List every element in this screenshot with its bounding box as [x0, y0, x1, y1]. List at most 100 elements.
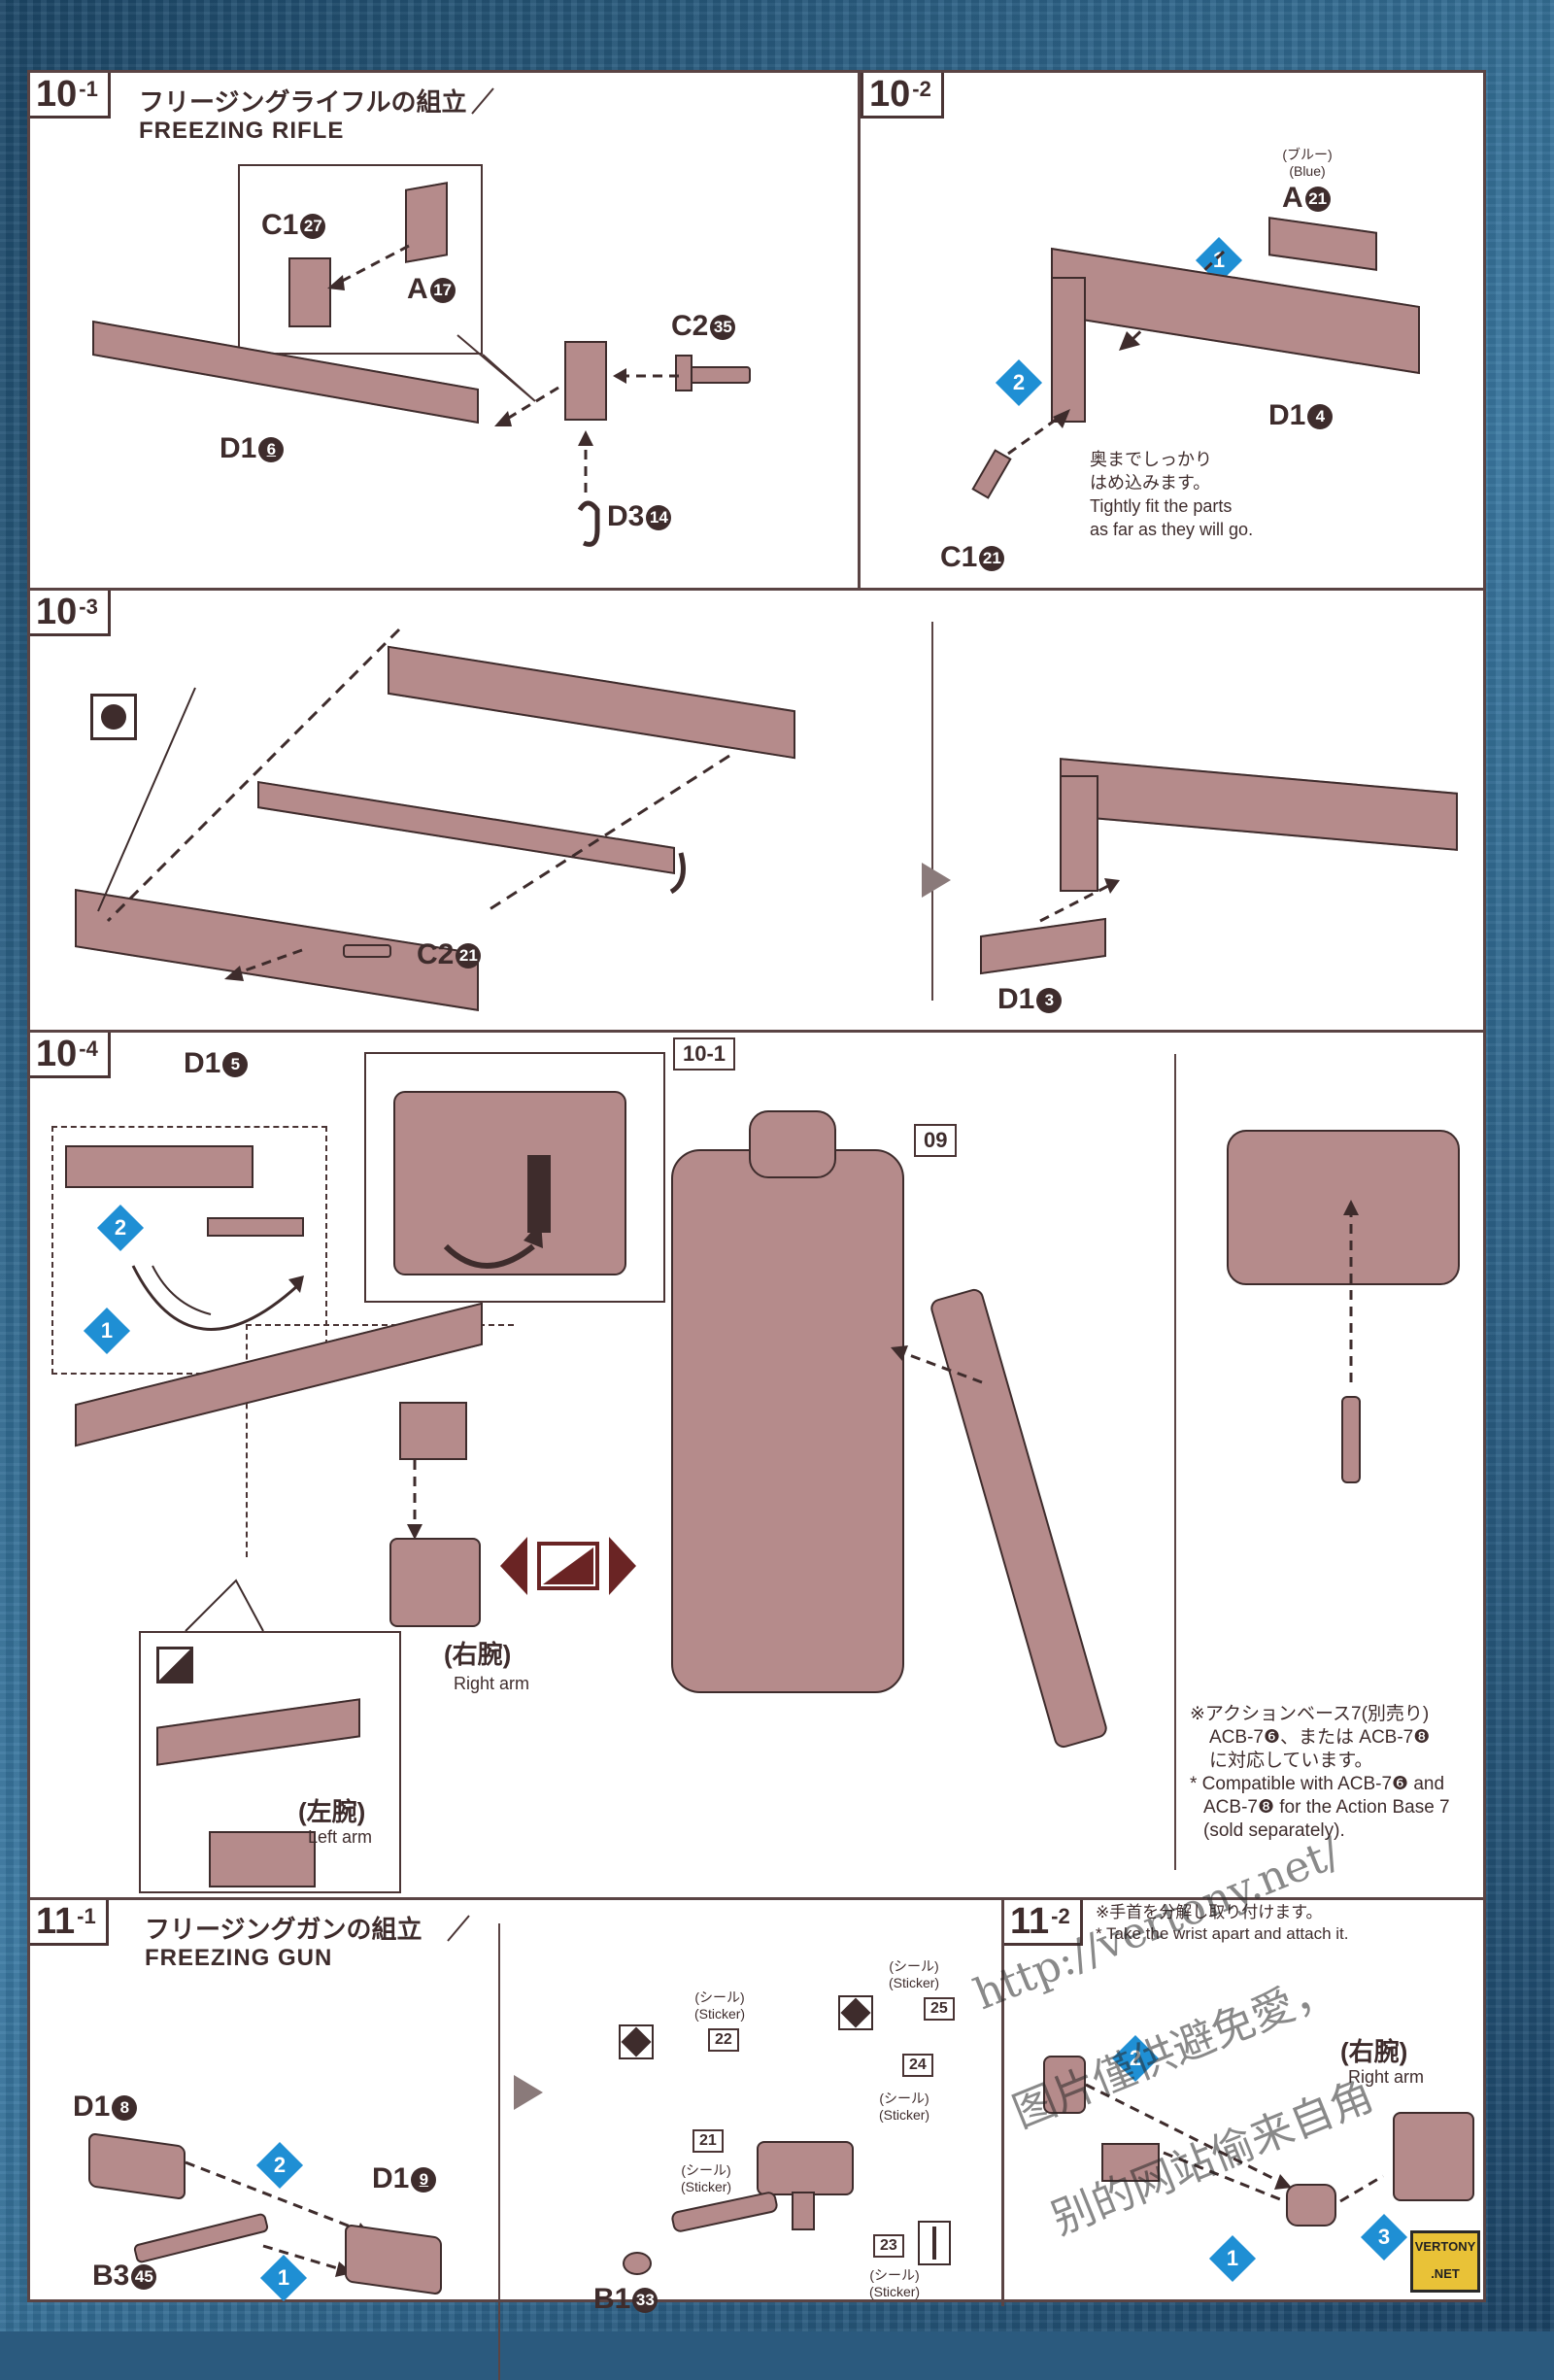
step-badge-2: 2: [995, 358, 1043, 407]
step-number-tab: 11-2: [1004, 1900, 1083, 1946]
divider-row3: [30, 1897, 1483, 1900]
part-c2-pin: [343, 944, 391, 958]
step-number-tab: 10-2: [861, 73, 944, 119]
step-title-jp: フリージングライフルの組立: [139, 87, 467, 117]
rifle-grip-detail: [65, 1145, 253, 1188]
action-base-arm: [1341, 1396, 1361, 1483]
callout-pointer: [456, 334, 536, 402]
grip-detail-box: [51, 1126, 327, 1375]
step-badge-1: 1: [1208, 2234, 1257, 2283]
blue-label: (ブルー)(Blue): [1282, 147, 1333, 179]
alt-variant-icon: [156, 1647, 193, 1683]
step-10-4: 10-4 2 1 (右腕) Right arm (左腕) Left arm: [30, 1033, 1483, 1897]
gun-body: [757, 2141, 854, 2195]
arrow-a-to-c1: [327, 244, 410, 290]
next-arrow: [514, 2075, 543, 2110]
c1-pin-arrow: [971, 409, 1070, 499]
sticker-21: 21: [693, 2129, 724, 2153]
part-rifle-block: [564, 341, 607, 421]
step-number: 10: [36, 73, 78, 115]
part-d1-stock-grip: [1051, 277, 1086, 423]
fit-note: 奥までしっかり はめ込みます。 Tightly fit the parts as…: [1090, 450, 1254, 539]
part-d1-8-half: [88, 2131, 186, 2201]
hand-part: [1286, 2184, 1336, 2227]
step-number: 10: [869, 73, 911, 115]
sticker-label-25: (シール)(Sticker): [888, 1958, 940, 1990]
sticker-label-22: (シール)(Sticker): [693, 1989, 746, 2022]
divider-row1: [30, 588, 1483, 591]
step-badge-3: 3: [1360, 2213, 1408, 2261]
sticker-label-23: (シール)(Sticker): [868, 2267, 921, 2299]
sticker-23: 23: [873, 2234, 904, 2258]
step-sub: -2: [912, 77, 931, 101]
sticker-25: 25: [924, 1997, 955, 2021]
arrow-base: [1343, 1200, 1359, 1382]
figure-waist-detail: [1227, 1130, 1460, 1285]
rotate-grip-arrow: [443, 1221, 543, 1269]
part-b1-muzzle: [623, 2252, 652, 2275]
arrow-cover-to-stock: [1119, 250, 1226, 351]
rotate-arrow: [131, 1265, 304, 1331]
step-sub: -2: [1051, 1904, 1070, 1928]
figure-torso-detail: [393, 1091, 626, 1275]
sticker-22: 22: [708, 2028, 739, 2052]
title-slash: [447, 1915, 470, 1942]
sticker-24: 24: [902, 2054, 933, 2077]
compat-note: ※アクションベース7(別売り) ACB-7❻、または ACB-7❽ に対応してい…: [1190, 1704, 1450, 1841]
right-arm-label-jp: (右腕): [1340, 2037, 1408, 2066]
wrist-note: ※手首を分解し取り付けます。 * Take the wrist apart an…: [1096, 1903, 1349, 1943]
part-c2-head: [675, 355, 693, 391]
right-arm-label-jp: (右腕): [444, 1640, 512, 1669]
figure-body: [671, 1149, 904, 1693]
arrow-c2: [613, 368, 679, 384]
right-arm-hand: [389, 1538, 481, 1627]
right-arm-label-en: Right arm: [1348, 2067, 1425, 2087]
step-number: 10: [36, 1033, 78, 1074]
assembly-guides: [97, 628, 730, 981]
step-sub: -1: [77, 1904, 96, 1928]
figure-head: [749, 1110, 836, 1178]
arrow-stow: [891, 1345, 983, 1384]
swap-icon: [500, 1537, 636, 1595]
gun-part: [1101, 2143, 1160, 2182]
step-number: 11: [1010, 1900, 1050, 1942]
left-arm-detail-box: [139, 1631, 401, 1893]
divider-10-4-inner: [1174, 1054, 1176, 1870]
gun-grip: [792, 2192, 815, 2230]
divider-10-1-10-2: [858, 73, 861, 589]
part-a-blue-cover: [1268, 217, 1377, 271]
step-sub: -3: [79, 595, 98, 619]
ref-09: 09: [914, 1124, 958, 1157]
grip-peg: [527, 1155, 551, 1233]
step-number-tab: 10-1: [30, 73, 111, 119]
part-d3-hook: [577, 430, 600, 547]
divider-10-3-inner: [931, 622, 933, 1001]
alt-part-icon: [90, 694, 137, 740]
sticker-label-24: (シール)(Sticker): [878, 2091, 930, 2123]
assembly-guides-11-2: [1085, 2083, 1384, 2203]
step-title-en: FREEZING GUN: [145, 1945, 333, 1971]
arrow-butt: [1039, 878, 1120, 923]
detail-callout-box: [238, 164, 483, 355]
part-stock-final: [1060, 758, 1458, 851]
right-arm-label-en: Right arm: [454, 1674, 530, 1693]
step-number: 10: [36, 591, 78, 632]
sticker-icon-22: [619, 2024, 654, 2059]
grip-piece: [207, 1217, 304, 1237]
sticker-icon-23: [918, 2221, 951, 2265]
